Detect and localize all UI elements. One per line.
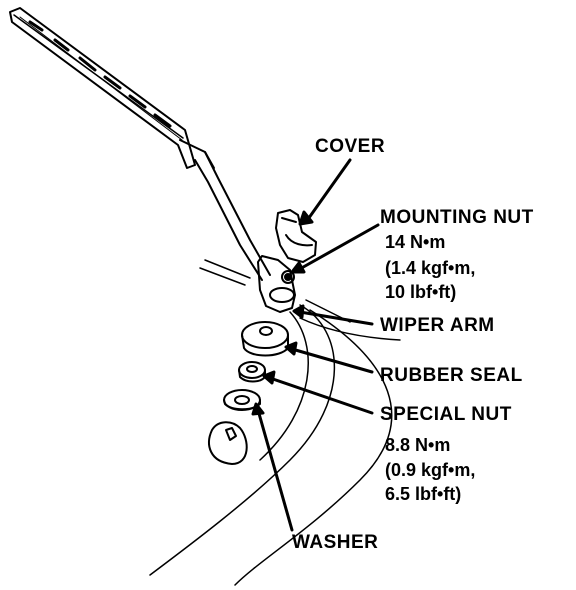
washer-label: WASHER [292,532,379,553]
special-nut-torque-kgfm: (0.9 kgf•m, [385,460,476,480]
special-nut-label: SPECIAL NUT [380,404,512,425]
special-nut-part [238,361,266,383]
cover-label: COVER [315,136,386,157]
wiper-arm-head [257,255,296,313]
pivot-boss [208,421,248,465]
cover-part [275,209,317,263]
mounting-nut-torque-nm: 14 N•m [385,232,446,252]
mounting-nut-torque-lbfft: 10 lbf•ft) [385,282,457,302]
rubber-seal-part [241,321,289,357]
mounting-nut-label: MOUNTING NUT [380,207,534,228]
wiper-arm-shaft [179,139,271,281]
special-nut-torque-lbfft: 6.5 lbf•ft) [385,484,462,504]
special-nut-torque-nm: 8.8 N•m [385,435,451,455]
mounting-nut-torque-kgfm: (1.4 kgf•m, [385,258,476,278]
wiper-arm-label: WIPER ARM [380,315,495,336]
rubber-seal-label: RUBBER SEAL [380,365,523,386]
wiper-blade [9,7,196,169]
leader-lines [251,158,380,532]
washer-part [223,389,261,411]
